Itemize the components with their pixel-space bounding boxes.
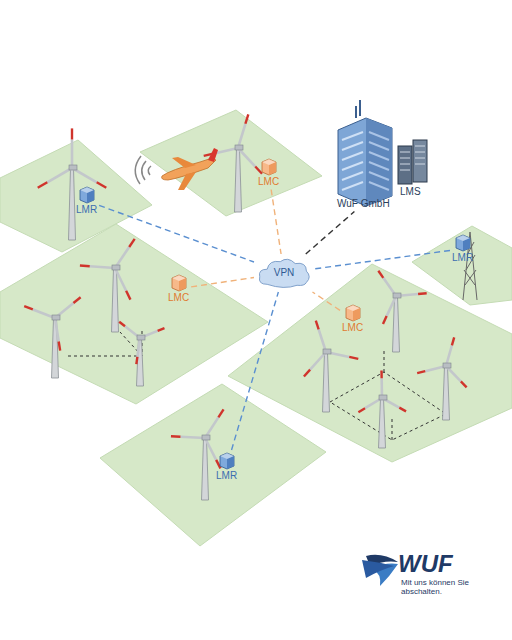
node-label: LMR (452, 252, 473, 264)
cable-line (68, 330, 142, 356)
node-label: VPN (274, 267, 295, 279)
device-icon (455, 234, 471, 252)
wind-turbine (304, 321, 358, 412)
dashed-link (232, 292, 279, 450)
ground-tile (0, 224, 268, 404)
wind-turbine (378, 271, 426, 352)
ground-tile (100, 384, 326, 546)
dashed-link (99, 205, 254, 262)
dashed-link (271, 190, 281, 255)
cable-line (330, 348, 446, 440)
device-icon (171, 274, 187, 292)
device-icon (219, 452, 235, 470)
node-label: WuF GmbH (337, 198, 390, 210)
wind-turbine (358, 371, 406, 448)
wind-turbine (417, 337, 466, 420)
wind-turbine (171, 409, 224, 500)
server-node: LMS (400, 186, 421, 198)
node-label: LMC (168, 292, 189, 304)
wuf-logo-mark (362, 555, 398, 586)
device-icon (79, 186, 95, 204)
logo-text: WUF (398, 551, 453, 577)
wind-turbine (80, 239, 135, 332)
server-racks (398, 140, 427, 184)
dashed-link (191, 277, 254, 286)
device-icon (261, 158, 277, 176)
wind-turbine (119, 322, 164, 386)
ground-tile (140, 110, 322, 216)
airplane (135, 148, 218, 190)
device-node: LMC (342, 304, 363, 334)
device-node: LMR (76, 186, 97, 216)
node-label: LMR (216, 470, 237, 482)
dashed-link (314, 250, 450, 268)
node-label: LMS (400, 186, 421, 198)
node-label: LMR (76, 204, 97, 216)
dashed-link (306, 212, 355, 255)
turbines (24, 114, 466, 500)
node-label: LMC (258, 176, 279, 188)
wind-turbine (38, 128, 107, 240)
company-node: WuF GmbH (337, 198, 390, 210)
lattice-mast (463, 232, 477, 300)
vpn-cloud: VPN (256, 256, 312, 290)
device-node: LMR (452, 234, 473, 264)
wind-turbine (24, 297, 80, 378)
device-icon (345, 304, 361, 322)
device-node: LMC (168, 274, 189, 304)
office-building (338, 100, 392, 206)
device-node: LMC (258, 158, 279, 188)
device-node: LMR (216, 452, 237, 482)
logo-tagline: Mit uns können Sie abschalten. (401, 579, 473, 597)
node-label: LMC (342, 322, 363, 334)
dashed-link (312, 292, 340, 310)
